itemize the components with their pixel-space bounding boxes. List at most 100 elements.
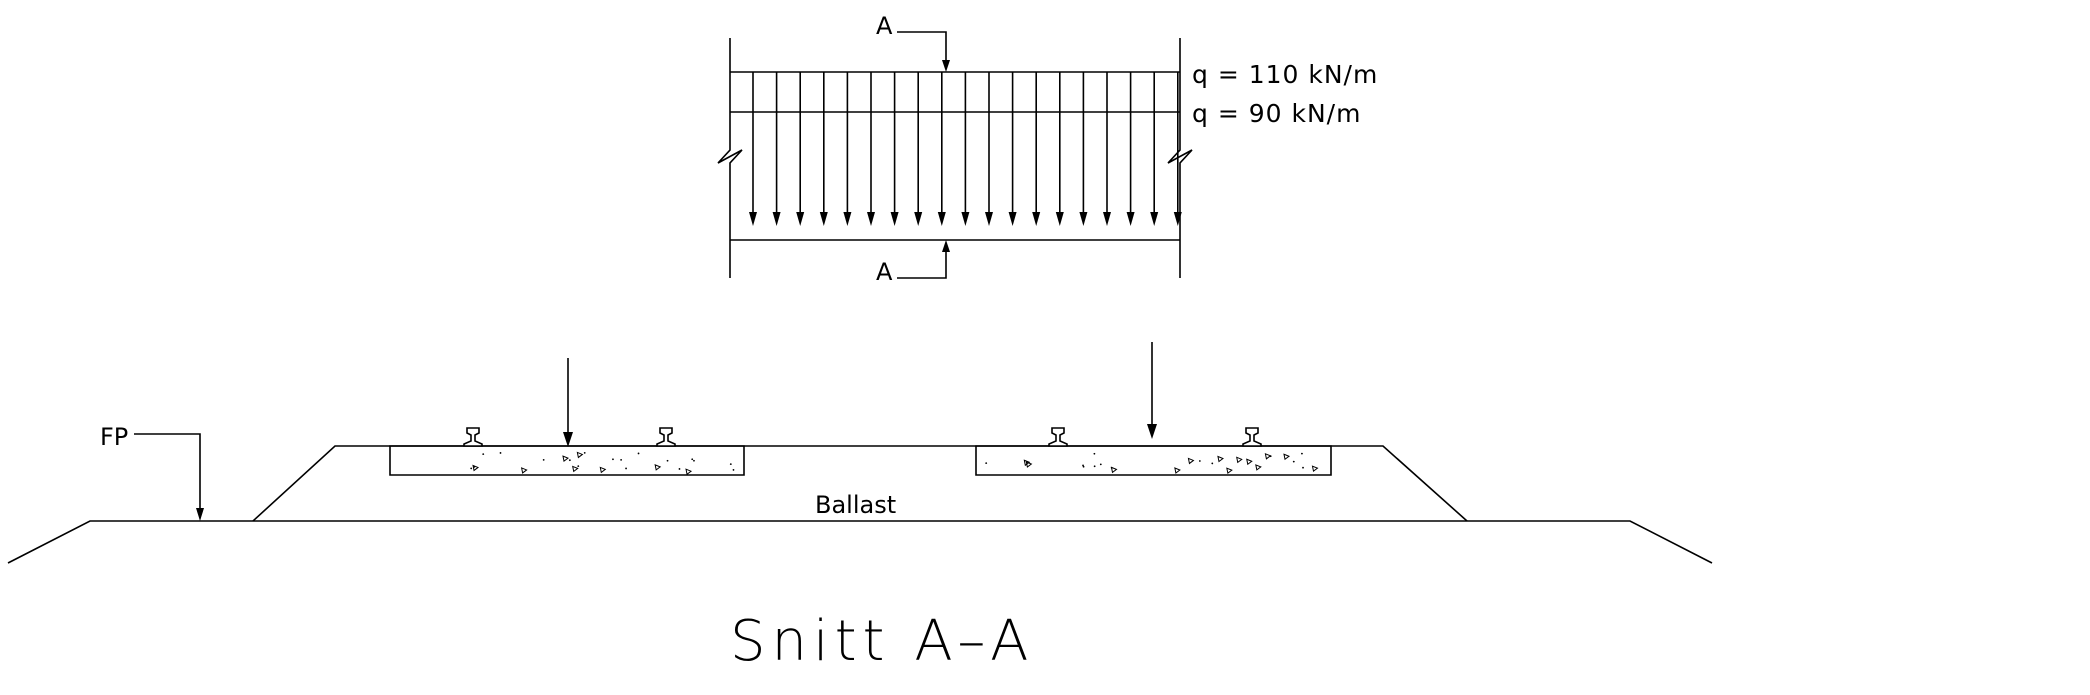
concrete-speck	[729, 463, 732, 466]
concrete-speck	[482, 453, 485, 456]
section-marker-bottom-line	[897, 246, 946, 278]
concrete-speck	[577, 465, 580, 468]
concrete-aggregate	[1284, 454, 1289, 459]
concrete-speck	[1082, 465, 1085, 468]
rail-profile	[657, 428, 675, 446]
concrete-speck	[1211, 462, 1214, 465]
load-arrow-head	[819, 212, 828, 226]
concrete-speck	[1292, 460, 1295, 463]
concrete-aggregate	[577, 452, 582, 457]
concrete-speck	[1269, 455, 1272, 458]
load-label-lower: q = 90 kN/m	[1192, 99, 1361, 128]
load-arrow-head	[1103, 212, 1111, 226]
concrete-aggregate	[1227, 468, 1232, 473]
concrete-speck	[1198, 460, 1201, 462]
section-marker-bottom-label: A	[876, 258, 893, 286]
concrete-speck	[666, 459, 669, 462]
concrete-speck	[1093, 452, 1096, 455]
rail-profile	[464, 428, 482, 446]
load-arrow-head	[1079, 212, 1088, 226]
concrete-aggregate	[1188, 458, 1193, 463]
concrete-speck	[637, 452, 640, 455]
section-marker-top-arrowhead	[942, 60, 950, 72]
concrete-hatch-right	[985, 452, 1317, 473]
load-arrow-head	[985, 212, 993, 226]
section-marker-bottom-arrowhead	[942, 240, 950, 252]
point-load-arrow-left-head	[563, 432, 573, 447]
concrete-speck	[691, 458, 694, 461]
load-arrow-head	[1126, 212, 1135, 226]
concrete-aggregate	[1175, 468, 1180, 473]
concrete-aggregate	[1312, 466, 1317, 471]
concrete-hatch-left	[470, 451, 735, 474]
plan-view-load-diagram	[718, 32, 1192, 278]
rail-profile	[1049, 428, 1067, 446]
load-arrow-head	[1008, 212, 1017, 226]
load-arrow-head	[867, 212, 875, 226]
concrete-aggregate	[1237, 457, 1242, 462]
concrete-aggregate	[573, 466, 578, 471]
concrete-speck	[473, 465, 476, 468]
load-arrow-head	[961, 212, 970, 226]
concrete-slab-left	[390, 446, 744, 475]
concrete-speck	[678, 468, 681, 470]
concrete-speck	[1302, 466, 1304, 469]
concrete-aggregate	[1218, 456, 1223, 461]
reference-leader	[134, 434, 200, 512]
load-arrow-head	[890, 212, 899, 226]
ballast-outline	[253, 446, 1467, 521]
concrete-speck	[620, 458, 623, 461]
load-arrow-head	[1173, 212, 1182, 226]
concrete-aggregate	[1111, 467, 1116, 472]
ballast-label: Ballast	[815, 491, 896, 519]
load-arrow-head	[1055, 212, 1064, 226]
concrete-slab-right	[976, 446, 1331, 475]
concrete-aggregate	[1247, 459, 1252, 464]
load-arrow-head	[772, 212, 781, 226]
concrete-speck	[499, 452, 502, 454]
load-arrow-head	[937, 212, 946, 226]
concrete-aggregate	[600, 467, 605, 472]
reference-leader-arrowhead	[196, 508, 204, 521]
concrete-speck	[985, 462, 988, 465]
load-arrow-head	[1032, 212, 1041, 226]
section-marker-top-line	[897, 32, 946, 66]
concrete-speck	[1093, 465, 1096, 468]
reference-label: FP	[100, 423, 128, 451]
load-arrow-head	[796, 212, 805, 226]
rail-profile	[1243, 428, 1261, 446]
concrete-aggregate	[1256, 465, 1261, 470]
concrete-speck	[1110, 466, 1113, 469]
concrete-speck	[470, 467, 473, 470]
concrete-speck	[612, 458, 614, 461]
concrete-aggregate	[1024, 460, 1029, 465]
distributed-load-arrows	[749, 72, 1182, 226]
load-arrow-head	[749, 212, 757, 226]
right-break-line	[1168, 38, 1192, 278]
concrete-speck	[1301, 452, 1303, 455]
concrete-speck	[693, 459, 695, 462]
ground-line	[8, 521, 1712, 563]
load-arrow-head	[914, 212, 923, 226]
section-marker-top-label: A	[876, 12, 893, 40]
concrete-aggregate	[522, 468, 527, 473]
concrete-speck	[732, 469, 735, 471]
concrete-speck	[568, 459, 571, 462]
concrete-speck	[625, 467, 627, 470]
section-title: Snitt A–A	[730, 609, 1034, 674]
load-arrow-head	[843, 212, 852, 226]
concrete-speck	[1099, 463, 1102, 466]
concrete-speck	[542, 458, 545, 461]
concrete-aggregate	[686, 469, 691, 474]
concrete-speck	[583, 451, 586, 454]
concrete-aggregate	[655, 465, 660, 470]
concrete-aggregate	[1265, 454, 1270, 459]
section-view	[8, 342, 1712, 563]
concrete-aggregate	[563, 456, 568, 461]
left-break-line	[718, 38, 742, 278]
load-label-upper: q = 110 kN/m	[1192, 60, 1378, 89]
concrete-aggregate	[473, 465, 478, 470]
load-arrow-head	[1150, 212, 1159, 226]
point-load-arrow-right-head	[1147, 424, 1157, 439]
